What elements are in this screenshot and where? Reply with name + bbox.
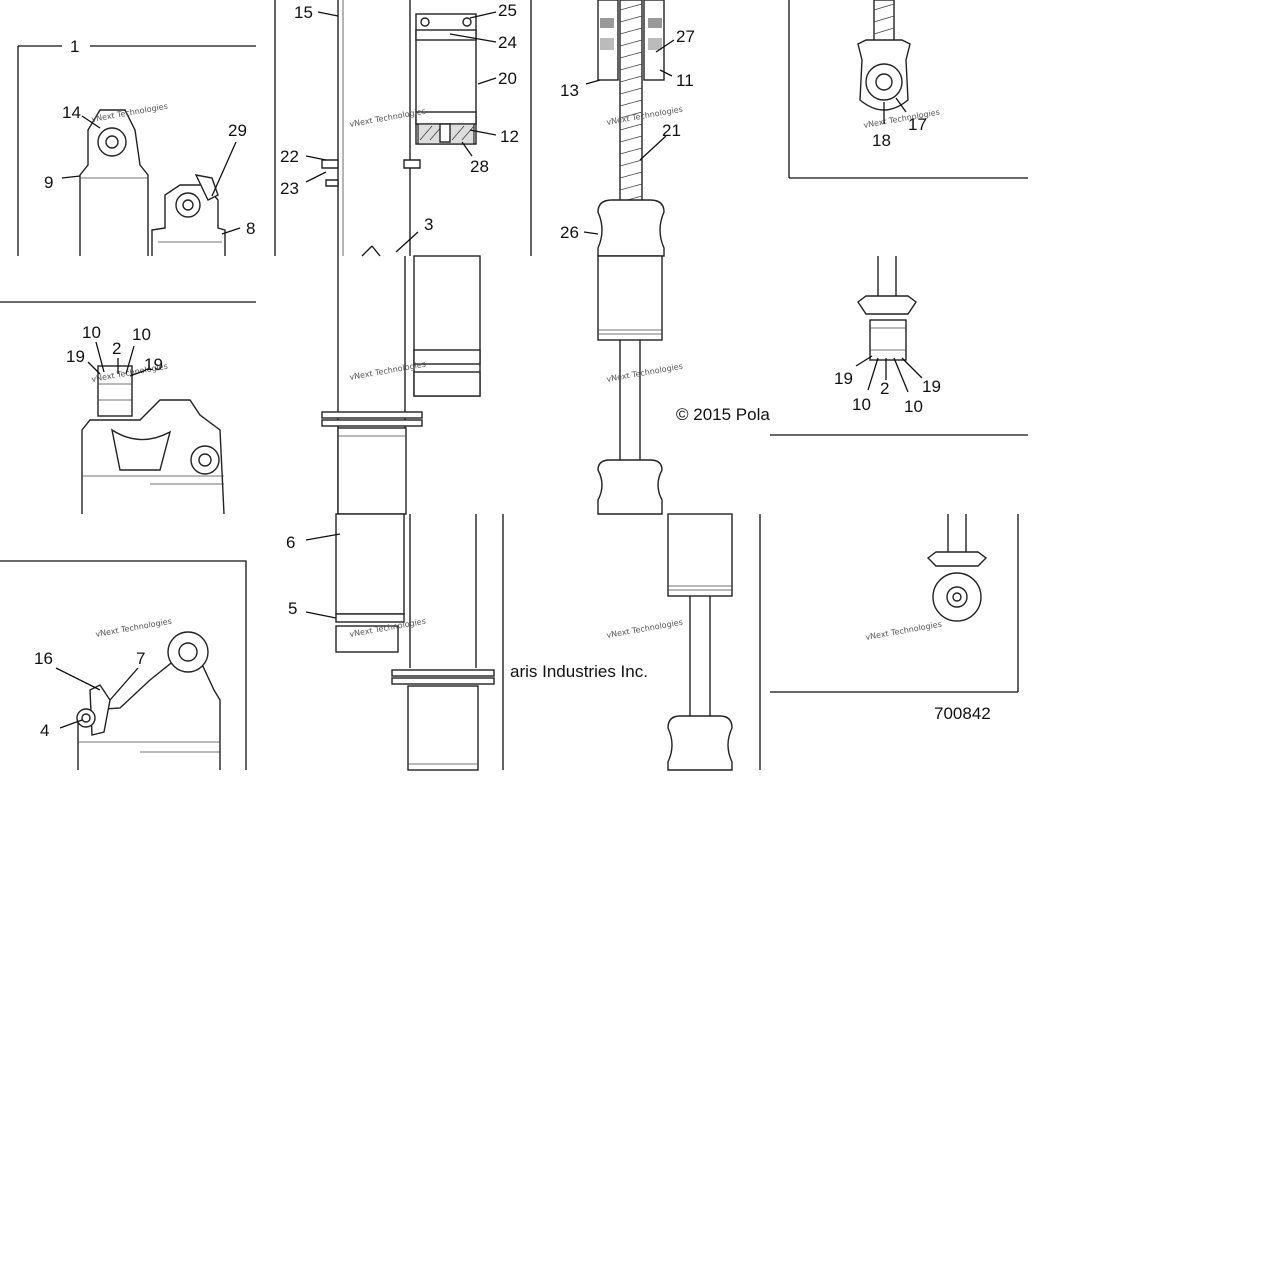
tile-bottom-right xyxy=(770,514,1019,693)
label-28: 28 xyxy=(470,157,489,176)
label-10: 10 xyxy=(82,323,101,342)
label-13: 13 xyxy=(560,81,579,100)
watermark-text: vNext Technologies xyxy=(863,108,941,130)
label-16: 16 xyxy=(34,649,53,668)
watermark-text: vNext Technologies xyxy=(606,362,684,384)
diagram-number: 700842 xyxy=(934,704,991,723)
label-27: 27 xyxy=(676,27,695,46)
tile-bottom-left xyxy=(0,560,247,770)
label-3: 3 xyxy=(424,215,433,234)
label-17: 17 xyxy=(908,115,927,134)
tile-mid-middle xyxy=(321,255,481,515)
leader-lines xyxy=(55,11,923,729)
label-18: 18 xyxy=(872,131,891,150)
label-20: 20 xyxy=(498,69,517,88)
label-25: 25 xyxy=(498,1,517,20)
tile-mid-center-right xyxy=(597,255,663,515)
tile-top-middle xyxy=(321,0,532,257)
copyright-part-1: © 2015 Pola xyxy=(676,405,770,424)
copyright-part-2: aris Industries Inc. xyxy=(510,662,648,681)
tile-top-right xyxy=(788,0,1028,179)
tile-top-center-right xyxy=(597,0,665,257)
label-7: 7 xyxy=(136,649,145,668)
watermark-text: vNext Technologies xyxy=(606,618,684,640)
label-10: 10 xyxy=(132,325,151,344)
label-9: 9 xyxy=(44,173,53,192)
label-21: 21 xyxy=(662,121,681,140)
label-10: 10 xyxy=(904,397,923,416)
label-12: 12 xyxy=(500,127,519,146)
tile-bottom-center-right xyxy=(667,513,761,771)
label-10: 10 xyxy=(852,395,871,414)
label-14: 14 xyxy=(62,103,81,122)
label-6: 6 xyxy=(286,533,295,552)
label-1: 1 xyxy=(70,37,79,56)
tile-top-left xyxy=(17,0,276,256)
label-2: 2 xyxy=(880,379,889,398)
label-19: 19 xyxy=(144,355,163,374)
watermark-text: vNext Technologies xyxy=(349,107,427,129)
part-labels: 1 14 9 29 8 15 25 24 20 12 28 22 23 3 13… xyxy=(34,1,941,740)
label-19: 19 xyxy=(834,369,853,388)
tile-bottom-middle xyxy=(335,513,504,771)
label-19: 19 xyxy=(922,377,941,396)
label-23: 23 xyxy=(280,179,299,198)
label-11: 11 xyxy=(676,71,694,90)
label-26: 26 xyxy=(560,223,579,242)
label-5: 5 xyxy=(288,599,297,618)
tile-mid-left xyxy=(0,301,256,515)
label-15: 15 xyxy=(294,3,313,22)
label-2: 2 xyxy=(112,339,121,358)
label-8: 8 xyxy=(246,219,255,238)
label-24: 24 xyxy=(498,33,517,52)
label-22: 22 xyxy=(280,147,299,166)
label-4: 4 xyxy=(40,721,49,740)
tile-mid-right xyxy=(770,256,1028,436)
label-29: 29 xyxy=(228,121,247,140)
label-19: 19 xyxy=(66,347,85,366)
watermark-text: vNext Technologies xyxy=(865,620,943,642)
watermark-text: vNext Technologies xyxy=(95,617,173,639)
